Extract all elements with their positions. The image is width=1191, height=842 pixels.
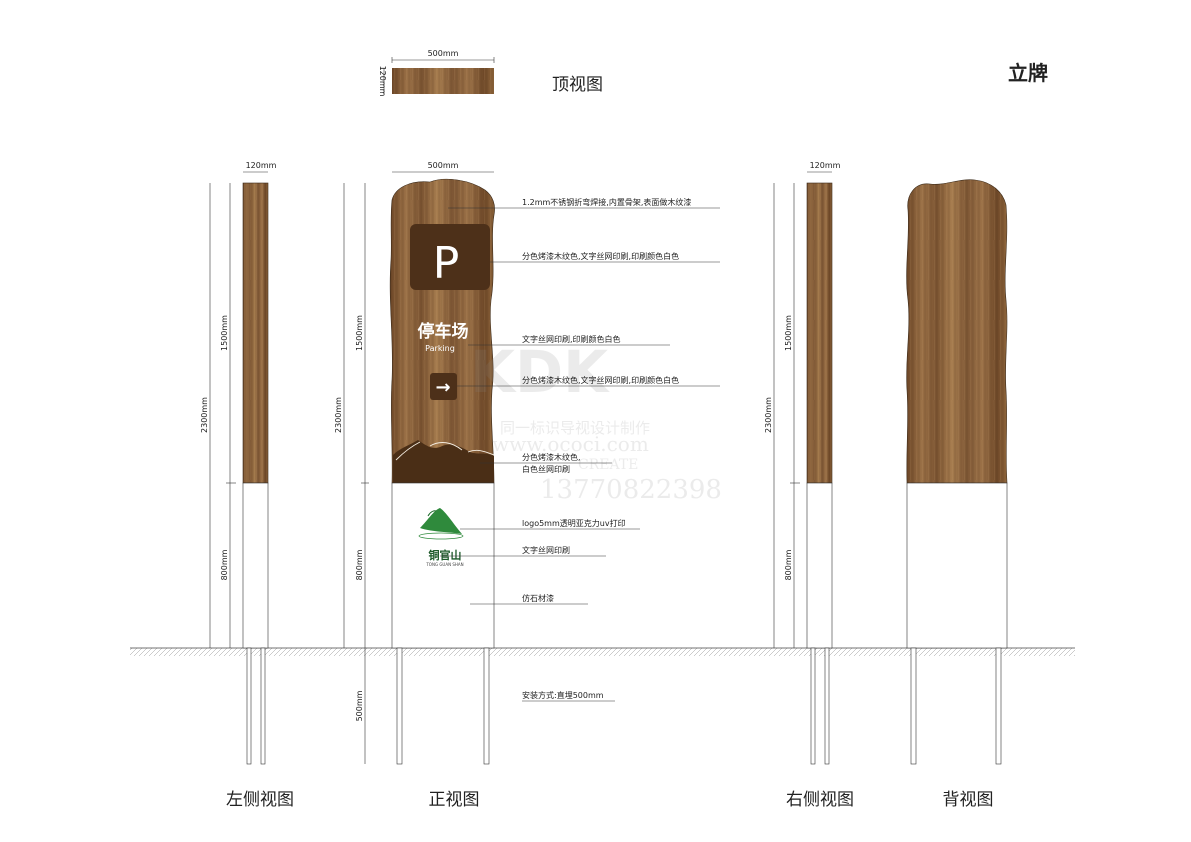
parking-symbol: P (433, 238, 460, 289)
back-view-label: 背视图 (943, 790, 994, 810)
back-view: 背视图 (906, 179, 1008, 810)
logo-text: 铜官山 (428, 548, 462, 562)
annotation-7: 文字丝网印刷 (522, 545, 570, 555)
top-width-label: 500mm (428, 49, 459, 58)
arrow-icon: → (435, 377, 450, 398)
left-side-view: 120mm 2300mm 1500mm 800mm 左侧视图 (200, 161, 294, 810)
top-view-label: 顶视图 (552, 75, 603, 95)
svg-text:13770822398: 13770822398 (540, 475, 722, 505)
annotation-4: 分色烤漆木纹色,文字丝网印刷,印刷颜色白色 (522, 375, 679, 385)
right-total-height: 2300mm (764, 397, 773, 433)
svg-text:www.ococi.com: www.ococi.com (492, 432, 649, 456)
top-depth-label: 120mm (378, 66, 387, 97)
right-upper-height: 1500mm (784, 315, 793, 351)
left-width-label: 120mm (246, 161, 277, 170)
front-width-label: 500mm (428, 161, 459, 170)
annotations: 1.2mm不锈钢折弯焊接,内置骨架,表面做木纹漆 分色烤漆木纹色,文字丝网印刷,… (440, 197, 720, 702)
right-lower-height: 800mm (784, 549, 793, 580)
parking-name-en: Parking (425, 344, 455, 353)
svg-text:同一标识导视设计制作: 同一标识导视设计制作 (500, 419, 650, 437)
arrow-panel (430, 373, 457, 400)
logo-subtext: TONG GUAN SHAN (425, 562, 463, 567)
annotation-8: 仿石材漆 (522, 593, 554, 603)
sheet-title: 立牌 (1008, 61, 1048, 85)
annotation-9: 安装方式:直埋500mm (522, 690, 604, 700)
annotation-6: logo5mm透明亚克力uv打印 (522, 518, 626, 528)
front-view-label: 正视图 (429, 790, 480, 810)
front-lower-height: 800mm (355, 549, 364, 580)
logo-mountain-icon (418, 508, 464, 540)
right-side-view: 120mm 2300mm 1500mm 800mm 右侧视图 (764, 161, 854, 810)
right-width-label: 120mm (810, 161, 841, 170)
top-view: 500mm 120mm 顶视图 (378, 49, 603, 97)
annotation-2: 分色烤漆木纹色,文字丝网印刷,印刷颜色白色 (522, 251, 679, 261)
annotation-3: 文字丝网印刷,印刷颜色白色 (522, 334, 621, 344)
front-upper-height: 1500mm (355, 315, 364, 351)
annotation-5b: 白色丝网印刷 (522, 464, 570, 474)
parking-panel (410, 224, 490, 290)
front-total-height: 2300mm (334, 397, 343, 433)
right-view-label: 右侧视图 (786, 790, 854, 810)
left-upper-height: 1500mm (220, 315, 229, 351)
left-lower-height: 800mm (220, 549, 229, 580)
ground (130, 647, 1075, 656)
annotation-5a: 分色烤漆木纹色, (522, 452, 581, 462)
front-buried-depth: 500mm (355, 690, 364, 721)
watermark: KDK 同一标识导视设计制作 www.ococi.com CREATE 1377… (470, 338, 722, 505)
parking-name-cn: 停车场 (418, 321, 469, 342)
front-view: P 停车场 Parking → 铜官山 TONG GUAN SHAN 500mm… (334, 161, 495, 810)
annotation-1: 1.2mm不锈钢折弯焊接,内置骨架,表面做木纹漆 (522, 197, 691, 207)
svg-text:CREATE: CREATE (578, 457, 638, 473)
left-total-height: 2300mm (200, 397, 209, 433)
svg-text:KDK: KDK (470, 338, 610, 406)
left-view-label: 左侧视图 (226, 790, 294, 810)
